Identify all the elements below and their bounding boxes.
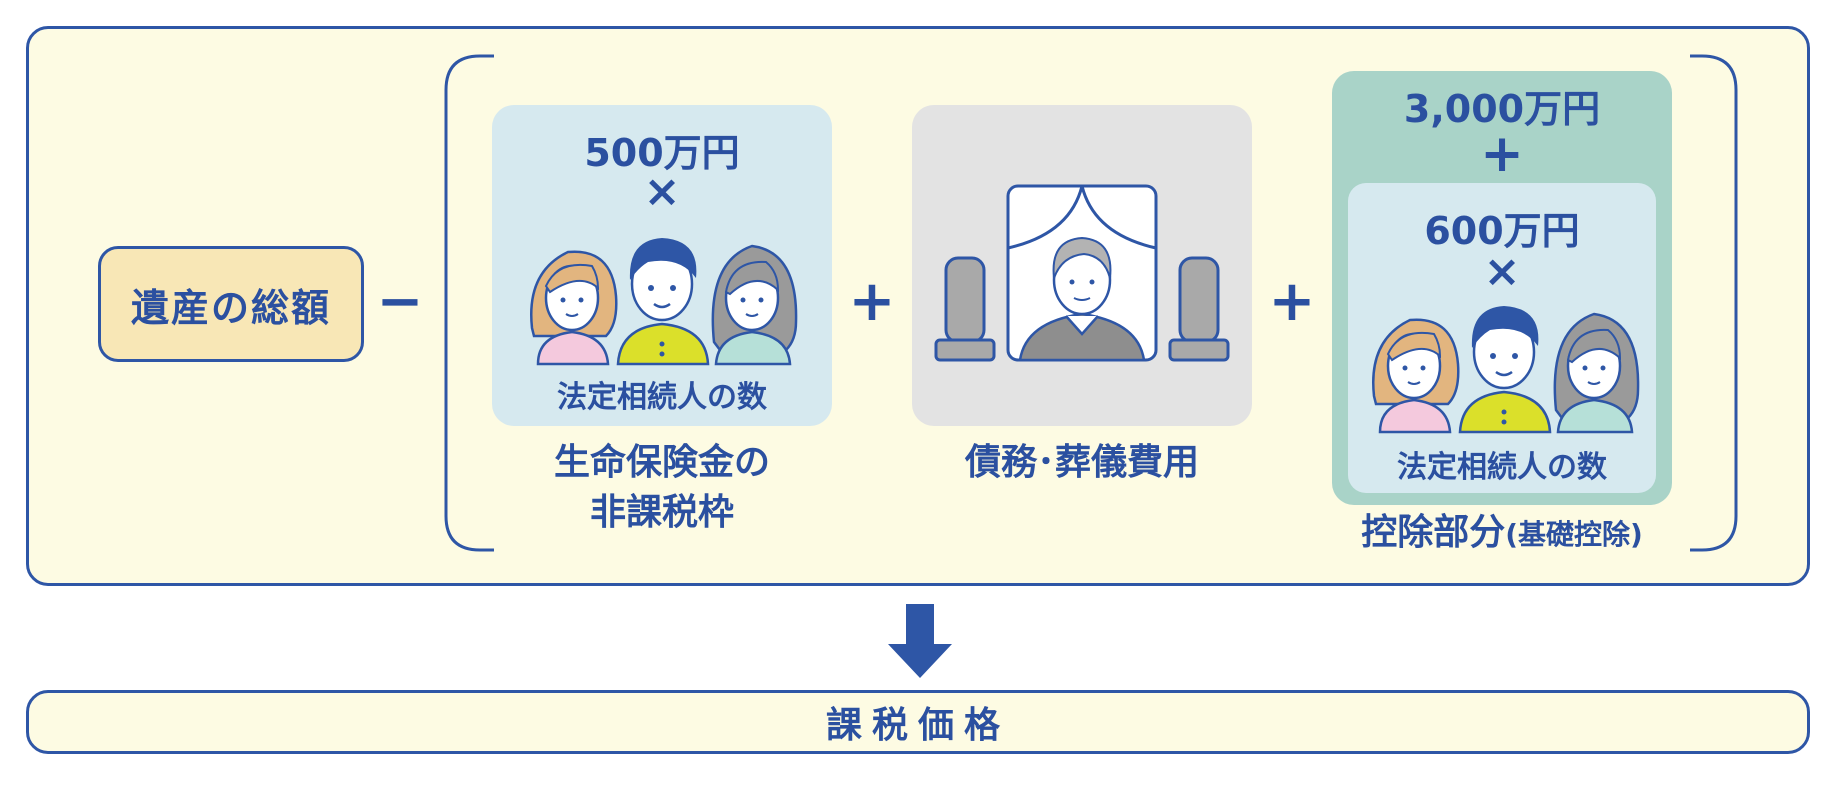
heir-woman-right-icon: [1555, 314, 1638, 432]
insurance-caption-line2: 非課税枠: [590, 488, 734, 538]
left-bracket: [446, 56, 494, 550]
insurance-heirs-label: 法定相続人の数: [557, 372, 767, 416]
per-heir-times-sign: ×: [1484, 250, 1521, 294]
funeral-altar-icon: [934, 182, 1230, 364]
basic-plus-sign: +: [1480, 128, 1524, 180]
basic-deduction-caption: 控除部分(基礎控除): [1361, 508, 1643, 560]
plus-operator-1: +: [849, 274, 896, 330]
basic-deduction-caption-main: 控除部分: [1361, 512, 1505, 553]
debts-funeral-caption: 債務･葬儀費用: [965, 438, 1199, 488]
heirs-family-icon-2: [1362, 300, 1646, 432]
heirs-family-icon: [520, 232, 804, 364]
insurance-caption-line1: 生命保険金の: [554, 438, 770, 488]
heir-woman-left-icon: [1373, 320, 1458, 432]
heir-woman-right-icon: [713, 246, 796, 364]
right-lantern-icon: [1170, 258, 1228, 360]
heir-man-center-icon: [618, 238, 708, 364]
heir-woman-left-icon: [531, 252, 616, 364]
down-arrow-icon: [886, 604, 954, 680]
left-lantern-icon: [936, 258, 994, 360]
memorial-portrait-icon: [1008, 186, 1156, 360]
basic-heirs-label: 法定相続人の数: [1397, 442, 1607, 486]
basic-deduction-caption-sub: (基礎控除): [1505, 518, 1643, 551]
heir-man-center-icon: [1460, 306, 1550, 432]
taxable-value-box: 課税価格: [26, 690, 1810, 754]
insurance-times-sign: ×: [644, 170, 681, 214]
right-bracket: [1690, 56, 1736, 550]
plus-operator-2: +: [1269, 274, 1316, 330]
